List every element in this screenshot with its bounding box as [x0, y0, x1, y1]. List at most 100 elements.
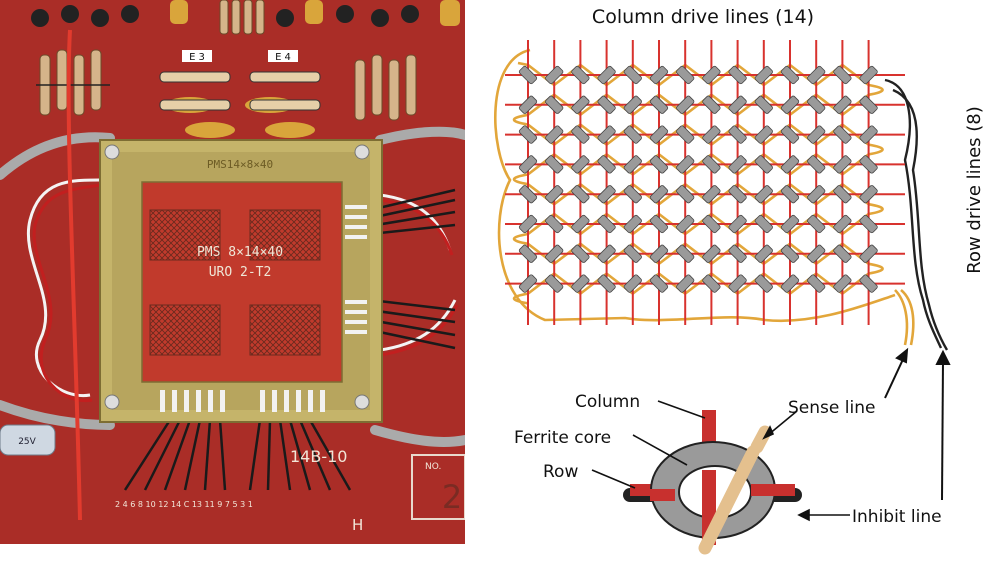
ferrite-core-cell — [728, 274, 747, 293]
ferrite-core-cell — [623, 274, 642, 293]
core-closeup — [623, 410, 802, 555]
ferrite-core-cell — [728, 185, 747, 204]
ferrite-core-cell — [571, 214, 590, 234]
ferrite-core-cell — [571, 125, 590, 144]
ferrite-core-cell — [859, 214, 878, 234]
ferrite-core-cell — [649, 244, 669, 263]
ferrite-core-cell — [676, 65, 695, 85]
ferrite-core-cell — [676, 214, 695, 234]
row-drive-label: Row drive lines (8) — [964, 106, 985, 274]
label-e3: E 3 — [189, 52, 205, 63]
ferrite-core-cell — [754, 65, 773, 85]
ferrite-core-cell — [571, 65, 590, 85]
ferrite-core-cell — [728, 125, 747, 144]
diagram-title: Column drive lines (14) — [592, 6, 814, 28]
sense-wire — [698, 445, 760, 555]
ferrite-core-cell — [649, 274, 669, 293]
ferrite-core-cell — [649, 125, 669, 144]
bundle-arrows — [884, 347, 951, 501]
ferrite-core-cell — [702, 95, 721, 114]
ferrite-core-cell — [597, 185, 616, 204]
ferrite-core-cell — [807, 95, 826, 114]
label-e4: E 4 — [275, 52, 291, 63]
ferrite-core-cell — [833, 244, 852, 263]
ferrite-core-cell — [833, 274, 852, 293]
ferrite-core-cell — [649, 65, 669, 85]
ferrite-core-cell — [780, 155, 800, 174]
corner-letter: H — [352, 516, 363, 534]
callout-row: Row — [543, 462, 578, 482]
ferrite-core-cell — [518, 185, 538, 204]
ferrite-core-cell — [833, 155, 852, 174]
ferrite-core-cell — [623, 214, 642, 234]
ferrite-core-cell — [518, 274, 538, 293]
core-grid — [494, 40, 949, 351]
ferrite-core-cell — [571, 95, 590, 114]
ferrite-core-cell — [571, 274, 590, 293]
ferrite-core-cell — [518, 95, 538, 114]
ferrite-core-cell — [571, 185, 590, 204]
ferrite-core-cell — [518, 125, 538, 144]
ferrite-core-cell — [780, 65, 800, 85]
ferrite-core-cell — [702, 185, 721, 204]
ferrite-core-cell — [545, 244, 564, 263]
grey-cables — [0, 126, 465, 447]
ferrite-core-cell — [676, 274, 695, 293]
ferrite-core-cell — [545, 125, 564, 144]
ferrite-core-cell — [859, 244, 878, 263]
ferrite-core-cell — [859, 274, 878, 293]
ferrite-core-cell — [676, 125, 695, 144]
plane-marking-line1: PMS 8×14×40 — [197, 245, 283, 260]
ferrite-core-cell — [545, 274, 564, 293]
board-marking-top: PMS14×8×40 — [207, 158, 273, 171]
top-components: E 3 E 4 — [31, 0, 460, 138]
capacitor: 25V — [0, 424, 56, 456]
callout-sense-line: Sense line — [788, 398, 875, 418]
ferrite-core-cell — [859, 125, 878, 144]
ferrite-core-cell — [571, 244, 590, 263]
ferrite-core-cell — [754, 155, 773, 174]
ferrite-core-cell — [754, 274, 773, 293]
inhibit-line-path-2 — [892, 88, 949, 351]
ferrite-core-cell — [728, 214, 747, 234]
sense-lead-a — [894, 289, 909, 346]
ferrite-core-cell — [518, 214, 538, 234]
twisted-wires — [26, 29, 459, 521]
core-memory-board-photo: E 3 E 4 — [0, 0, 465, 544]
sense-lead-b — [900, 289, 915, 346]
core-plane: PMS14×8×40 PMS 8×14×40 URO 2-T2 — [99, 139, 383, 423]
ferrite-core-cell — [649, 185, 669, 204]
ferrite-core-cell — [702, 155, 721, 174]
ferrite-core-cell — [676, 185, 695, 204]
ferrite-core-cell — [545, 155, 564, 174]
ferrite-core-cell — [833, 214, 852, 234]
ferrite-core-cell — [702, 65, 721, 85]
ferrite-core-cell — [649, 214, 669, 234]
ferrite-core-cell — [518, 155, 538, 174]
ferrite-core-cell — [807, 274, 826, 293]
number-box — [411, 454, 465, 520]
connector-numbers: 2 4 6 8 10 12 14 C 13 11 9 7 5 3 1 — [115, 500, 253, 509]
ferrite-core-cell — [518, 244, 538, 263]
sense-outer-loop — [494, 48, 896, 323]
ferrite-core-cell — [623, 155, 642, 174]
ferrite-core-cell — [859, 185, 878, 204]
ferrite-core-cell — [597, 274, 616, 293]
inhibit-line-path — [884, 78, 943, 349]
ferrite-core-cell — [728, 95, 747, 114]
ferrite-core-cell — [623, 125, 642, 144]
ferrite-core-cell — [676, 244, 695, 263]
ferrite-core-cell — [859, 65, 878, 85]
ferrite-core-cell — [754, 125, 773, 144]
board-id: 14B-10 — [290, 447, 347, 466]
ferrite-core-cell — [754, 244, 773, 263]
ferrite-core-cell — [807, 125, 826, 144]
ferrite-core-cell — [807, 155, 826, 174]
ferrite-core-cell — [780, 185, 800, 204]
ferrite-core-cell — [807, 65, 826, 85]
ferrite-core-cell — [728, 244, 747, 263]
ferrite-core-cell — [545, 95, 564, 114]
ferrite-core-cell — [780, 125, 800, 144]
ferrite-core-cell — [859, 95, 878, 114]
ferrite-core-cell — [597, 95, 616, 114]
